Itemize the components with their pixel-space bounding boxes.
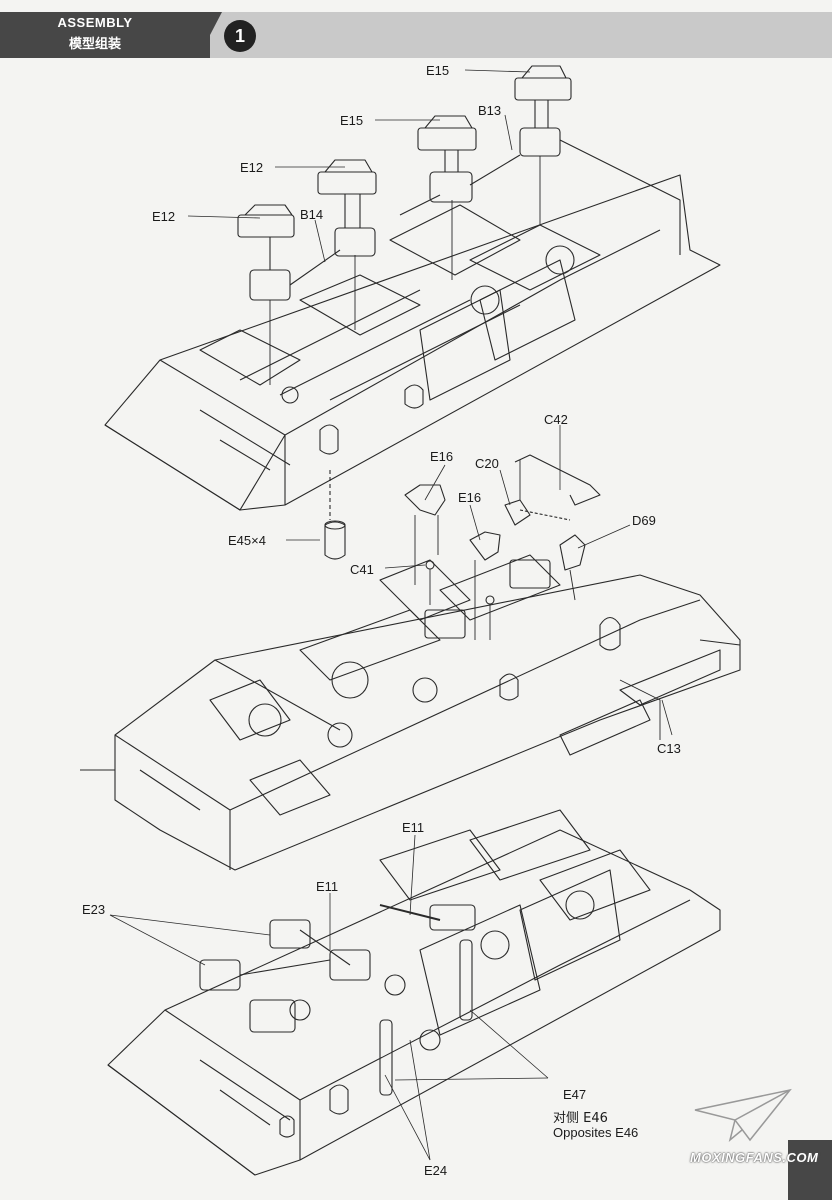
callout-B13: B13 — [478, 103, 502, 118]
hull-bottom — [107, 809, 721, 1176]
callout-C41: C41 — [350, 562, 374, 577]
callout-E15-lower: E15 — [340, 113, 364, 128]
part-C42 — [514, 454, 601, 506]
callout-C20: C20 — [475, 456, 499, 471]
part-C41 — [425, 560, 495, 640]
suspension-assembly-bottom — [199, 904, 476, 1033]
part-E16-upper — [404, 484, 446, 585]
note-opposite-side-en: Opposites E46 — [553, 1125, 639, 1140]
footer-page-tab — [788, 1140, 832, 1200]
shock-absorber-E47 — [379, 939, 473, 1096]
header-notch — [198, 12, 222, 58]
callout-E16-lower: E16 — [458, 490, 482, 505]
suspension-arm-4-top — [514, 65, 572, 157]
bump-stop-part — [324, 470, 346, 560]
leader-lines — [109, 69, 673, 1161]
callout-E45: E45×4 — [228, 533, 266, 548]
callout-C13: C13 — [657, 741, 681, 756]
callout-D69: D69 — [632, 513, 656, 528]
paper-plane-logo — [694, 1088, 792, 1143]
section-title: ASSEMBLY — [57, 15, 133, 30]
hull-middle — [80, 554, 741, 871]
header-section-tab — [0, 12, 210, 58]
section-subtitle: 模型组装 — [68, 37, 121, 52]
callout-E12-upper: E12 — [240, 160, 264, 175]
callout-E15-upper: E15 — [426, 63, 450, 78]
site-watermark: MOXINGFANS.COM — [690, 1150, 819, 1165]
part-D69 — [559, 534, 586, 601]
callout-E47: E47 — [563, 1087, 587, 1102]
suspension-arm-front-top — [237, 204, 341, 301]
part-E16-lower — [469, 531, 501, 640]
callout-C42: C42 — [544, 412, 568, 427]
hull-top — [104, 139, 721, 511]
callout-E23: E23 — [82, 902, 106, 917]
callout-E24: E24 — [424, 1163, 448, 1178]
note-opposite-side-cn: 对侧 E46 — [553, 1111, 608, 1126]
callout-E11-upper: E11 — [402, 820, 425, 835]
callout-E16-upper: E16 — [430, 449, 454, 464]
suspension-arm-2-top — [317, 159, 377, 257]
part-C20 — [504, 499, 571, 526]
step-number-badge: 1 — [224, 20, 256, 52]
part-C13 — [619, 679, 661, 740]
callout-E12-lower: E12 — [152, 209, 176, 224]
callout-E11-lower: E11 — [316, 879, 339, 894]
suspension-arm-3-top — [399, 115, 521, 216]
callout-B14: B14 — [300, 207, 324, 222]
